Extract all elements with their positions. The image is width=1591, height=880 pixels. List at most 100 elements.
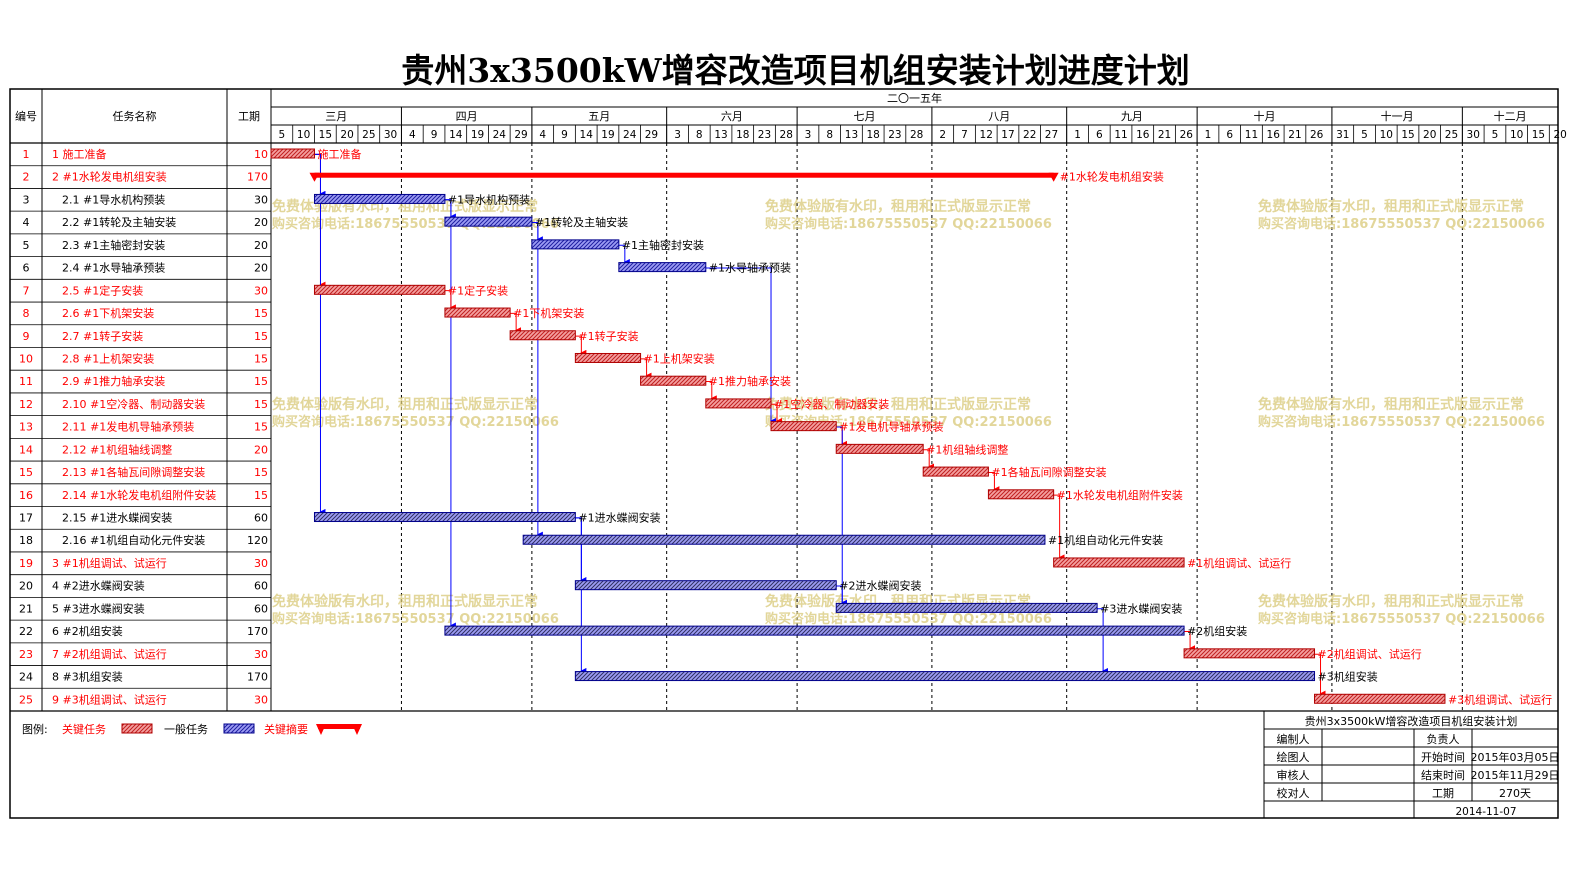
tick-label: 29 [514,129,527,141]
critical-task-bar [987,489,1055,500]
bar-label: #2机组安装 [1187,624,1247,638]
row-duration: 20 [254,216,268,229]
dependency-link [618,244,630,265]
tick-label: 14 [580,129,594,141]
month-label: 十月 [1254,109,1276,123]
row-name: 2.9 #1推力轴承安装 [62,374,165,388]
dependency-link [510,312,522,334]
tick-label: 10 [297,129,310,141]
tick-label: 24 [493,129,507,141]
month-label: 七月 [854,110,876,123]
row-id: 10 [19,352,33,365]
info-table-cell: 结束时间 [1421,769,1465,782]
critical-task-bar [444,307,511,318]
row-duration: 30 [254,193,268,206]
info-table-cell: 2015年03月05日 [1471,750,1560,764]
summary-cap [1048,172,1059,182]
watermark-text: 免费体验版有水印，租用和正式版显示正常 [272,396,538,413]
bar-label: #1空冷器、制动器安装 [774,397,889,411]
bar-label: #1各轴瓦间隙调整安装 [991,465,1106,479]
row-duration: 15 [254,330,268,343]
bar-label: #1推力轴承安装 [709,374,791,388]
info-table-cell: 工期 [1432,787,1454,800]
month-label: 九月 [1121,110,1143,123]
row-duration: 15 [254,489,268,502]
tick-label: 1 [1074,129,1081,141]
row-id: 2 [23,171,30,184]
row-duration: 30 [254,284,268,297]
row-id: 9 [23,330,30,343]
watermark-text: 免费体验版有水印，租用和正式版显示正常 [765,198,1031,215]
row-name: 2.15 #1进水蝶阀安装 [62,511,172,525]
normal-task-bar [574,580,837,591]
dependency-link [771,403,783,424]
tick-label: 6 [1096,129,1103,141]
tick-label: 24 [623,129,637,141]
critical-task-bar [1314,693,1446,704]
critical-task-bar [835,443,924,454]
row-duration: 15 [254,352,268,365]
normal-task-bar [444,216,533,227]
tick-label: 20 [1423,129,1436,141]
tick-label: 1 [1205,129,1212,141]
tick-label: 3 [674,129,681,141]
month-label: 三月 [325,110,347,123]
info-table-cell: 270天 [1499,787,1531,800]
critical-task-bar [705,398,772,409]
row-name: 2.4 #1水导轴承预装 [62,261,165,275]
dependency-link [575,335,587,356]
bar-label: #1机组调试、试运行 [1187,556,1291,570]
row-name: 2.6 #1下机架安装 [62,306,154,320]
row-duration: 120 [247,534,268,547]
tick-label: 25 [362,129,375,141]
tick-label: 21 [1288,129,1301,141]
legend-summary-label: 关键摘要 [264,722,308,736]
info-table-cell: 校对人 [1277,786,1310,800]
dependency-link [575,517,587,674]
row-duration: 30 [254,648,268,661]
month-label: 四月 [456,110,478,123]
bar-label: #1机组自动化元件安装 [1048,533,1163,547]
bar-label: #1转子安装 [578,329,638,343]
row-id: 14 [19,443,33,456]
bar-label: #1水导轴承预装 [709,261,791,275]
bar-label: #1进水蝶阀安装 [578,511,660,525]
row-id: 20 [19,580,33,593]
dependency-link [923,449,935,470]
tick-label: 19 [601,129,614,141]
info-table-cell: 审核人 [1277,768,1310,782]
tick-label: 5 [1361,129,1368,141]
bar-label: #2机组调试、试运行 [1318,647,1422,661]
bar-label: #1导水机构预装 [448,192,530,206]
row-name: 2.10 #1空冷器、制动器安装 [62,397,205,411]
tick-label: 15 [1401,129,1414,141]
watermark-text: 购买咨询电话:18675550537 QQ:22150066 [1258,216,1545,232]
row-id: 17 [19,512,33,525]
normal-task-bar [531,239,620,250]
month-label: 八月 [988,110,1010,123]
dependency-link [531,222,543,538]
row-id: 5 [23,239,30,252]
normal-task-bar [522,534,1046,545]
legend-normal-label: 一般任务 [164,723,208,736]
critical-task-bar [770,421,837,432]
tick-label: 14 [449,129,463,141]
row-duration: 15 [254,421,268,434]
watermark-text: 购买咨询电话:18675550537 QQ:22150066 [765,611,1052,627]
row-id: 15 [19,466,33,479]
row-duration: 20 [254,443,268,456]
month-label: 六月 [721,110,743,123]
critical-task-bar [270,148,315,159]
tick-label: 3 [805,129,812,141]
watermark-text: 购买咨询电话:18675550537 QQ:22150066 [1258,414,1545,430]
critical-task-bar [1183,648,1316,659]
row-name: 2.3 #1主轴密封安装 [62,238,165,252]
tick-label: 27 [1045,129,1058,141]
normal-task-bar [313,193,446,204]
dependency-links [314,153,1326,697]
watermark-text: 购买咨询电话:18675550537 QQ:22150066 [1258,611,1545,627]
month-label: 十一月 [1381,109,1414,123]
critical-task-bar [922,466,989,477]
watermark-text: 购买咨询电话:18675550537 QQ:22150066 [765,216,1052,232]
dependency-link [1314,653,1326,697]
